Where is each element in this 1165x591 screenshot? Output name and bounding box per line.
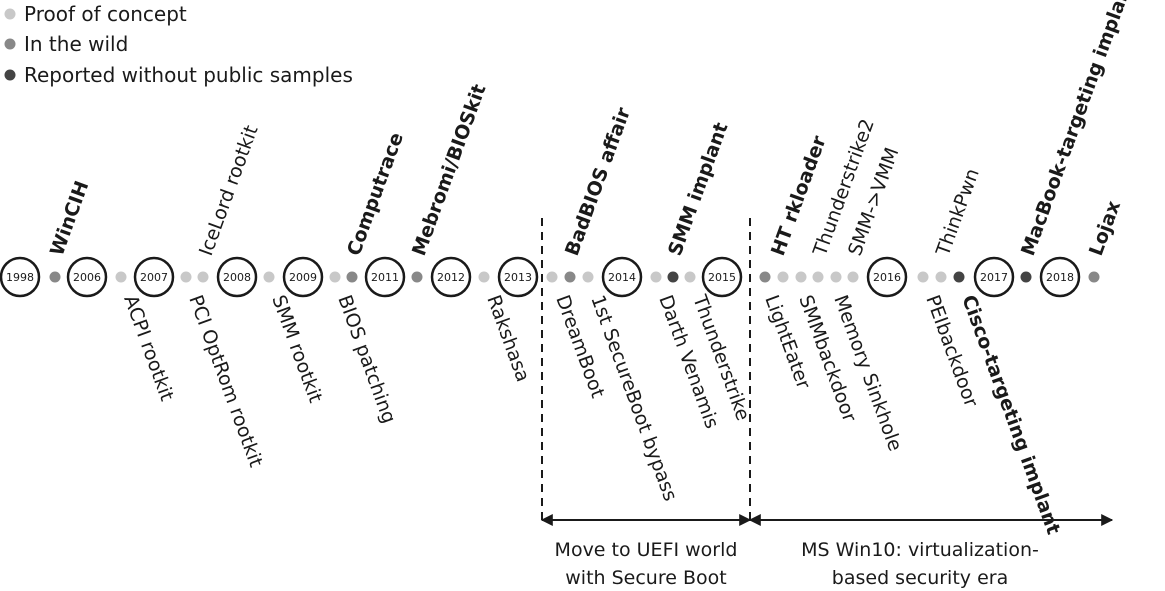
uefi-era-label-line2: with Secure Boot: [565, 567, 726, 589]
event-dot-thunderstrike2: [812, 271, 824, 283]
event-label-lojax: Lojax: [1085, 198, 1125, 259]
event-label-pci-optrom: PCI OptRom rootkit: [184, 292, 267, 470]
event-label-acpi: ACPI rootkit: [119, 292, 178, 404]
year-label-2007: 2007: [140, 271, 168, 284]
event-dot-acpi: [115, 271, 127, 283]
event-label-computrace: Computrace: [343, 130, 408, 259]
event-dot-smm-rootkit: [263, 271, 275, 283]
year-label-2017: 2017: [980, 271, 1008, 284]
year-markers: 1998 2006 2007 2008 2009 2011 2012 2013: [0, 256, 1081, 298]
event-dot-computrace: [346, 271, 358, 283]
event-dot-smm-vmm: [847, 271, 859, 283]
year-marker-2006: 2006: [66, 256, 108, 298]
event-label-wincih: WinCIH: [46, 178, 93, 259]
year-label-1998: 1998: [6, 271, 34, 284]
year-label-2018: 2018: [1046, 271, 1074, 284]
legend-label-reported: Reported without public samples: [24, 63, 353, 87]
event-dot-pci-optrom: [180, 271, 192, 283]
labels-above: WinCIH IceLord rootkit Computrace Mebrom…: [46, 0, 1138, 260]
event-dot-secureboot-bypass: [582, 271, 594, 283]
year-marker-1998: 1998: [0, 256, 41, 298]
event-label-mebromi: Mebromi/BIOSkit: [408, 81, 490, 258]
event-label-badbios: BadBIOS affair: [561, 104, 635, 259]
event-dot-thunderstrike: [684, 271, 696, 283]
event-dot-badbios: [546, 271, 558, 283]
year-marker-2011: 2011: [364, 256, 406, 298]
year-marker-2017: 2017: [973, 256, 1015, 298]
year-label-2009: 2009: [289, 271, 317, 284]
legend-dot-reported: [4, 69, 16, 81]
event-dot-thinkpwn: [935, 271, 947, 283]
win10-era-label-line1: MS Win10: virtualization-: [801, 539, 1039, 561]
event-dot-ht-rkloader: [759, 271, 771, 283]
event-label-rakshasa: Rakshasa: [482, 292, 534, 385]
year-label-2013: 2013: [504, 271, 532, 284]
event-dot-rakshasa: [478, 271, 490, 283]
event-label-bios-patching: BIOS patching: [333, 292, 400, 426]
year-label-2011: 2011: [371, 271, 399, 284]
event-dot-darth-venamis: [650, 271, 662, 283]
event-dot-macbook-implant: [1020, 271, 1032, 283]
event-dot-cisco-implant: [953, 271, 965, 283]
legend-dot-in-the-wild: [4, 38, 16, 50]
legend-label-in-the-wild: In the wild: [24, 32, 128, 56]
event-dot-icelord: [197, 271, 209, 283]
legend-dot-proof-of-concept: [4, 8, 16, 20]
event-label-icelord: IceLord rootkit: [195, 122, 263, 258]
year-marker-2009: 2009: [282, 256, 324, 298]
year-marker-2014: 2014: [601, 256, 643, 298]
event-dot-lojax: [1088, 271, 1100, 283]
legend: Proof of concept In the wild Reported wi…: [4, 2, 353, 87]
year-label-2016: 2016: [873, 271, 901, 284]
win10-era-label-line2: based security era: [832, 567, 1008, 589]
event-dot-wincih: [49, 271, 61, 283]
year-marker-2016: 2016: [866, 256, 908, 298]
year-label-2006: 2006: [73, 271, 101, 284]
year-marker-2013: 2013: [497, 256, 539, 298]
labels-below: ACPI rootkit PCI OptRom rootkit SMM root…: [119, 291, 1064, 537]
year-marker-2008: 2008: [216, 256, 258, 298]
year-label-2008: 2008: [223, 271, 251, 284]
event-label-smm-rootkit: SMM rootkit: [267, 292, 326, 405]
event-label-thinkpwn: ThinkPwn: [932, 166, 984, 260]
year-marker-2007: 2007: [133, 256, 175, 298]
year-marker-2018: 2018: [1039, 256, 1081, 298]
year-label-2014: 2014: [608, 271, 636, 284]
event-label-cisco-implant: Cisco-targeting implant: [957, 292, 1064, 537]
year-marker-2012: 2012: [430, 256, 472, 298]
legend-label-proof-of-concept: Proof of concept: [24, 2, 187, 26]
event-dot-pelbackdoor: [917, 271, 929, 283]
event-dot-bios-patching: [329, 271, 341, 283]
uefi-era-label-line1: Move to UEFI world: [555, 539, 738, 561]
year-marker-2015: 2015: [701, 256, 743, 298]
event-dots: [49, 271, 1100, 283]
event-dot-dreamboot: [564, 271, 576, 283]
event-label-smm-implant: SMM implant: [664, 120, 733, 259]
year-label-2012: 2012: [437, 271, 465, 284]
event-dot-memory-sinkhole: [830, 271, 842, 283]
event-dot-mebromi: [411, 271, 423, 283]
event-dot-smmbackdoor: [795, 271, 807, 283]
year-label-2015: 2015: [708, 271, 736, 284]
event-dot-lighteater: [777, 271, 789, 283]
event-dot-smm-implant: [667, 271, 679, 283]
